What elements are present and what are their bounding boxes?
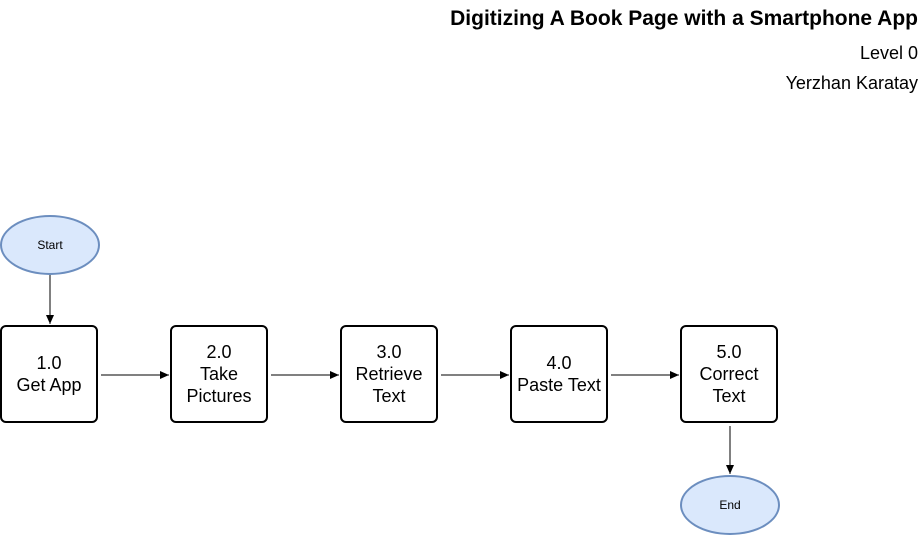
process-step-2: 2.0 Take Pictures (170, 325, 268, 423)
step-label: Take Pictures (186, 364, 252, 406)
start-label: Start (37, 238, 63, 252)
step-label: Get App (16, 375, 82, 395)
step-label: Paste Text (517, 375, 601, 395)
end-label: End (719, 498, 741, 512)
diagram-level: Level 0 (859, 43, 918, 63)
step-number: 5.0 (716, 342, 742, 362)
start-terminal: Start (0, 215, 100, 275)
process-step-5: 5.0 Correct Text (680, 325, 778, 423)
step-label: Correct Text (699, 364, 759, 406)
diagram-title: Digitizing A Book Page with a Smartphone… (450, 7, 918, 30)
step-number: 4.0 (546, 353, 572, 373)
process-step-3: 3.0 Retrieve Text (340, 325, 438, 423)
process-step-4: 4.0 Paste Text (510, 325, 608, 423)
step-number: 1.0 (36, 353, 62, 373)
step-number: 3.0 (376, 342, 402, 362)
process-step-1: 1.0 Get App (0, 325, 98, 423)
step-number: 2.0 (206, 342, 232, 362)
end-terminal: End (680, 475, 780, 535)
step-label: Retrieve Text (355, 364, 423, 406)
diagram-author: Yerzhan Karatay (785, 73, 918, 93)
